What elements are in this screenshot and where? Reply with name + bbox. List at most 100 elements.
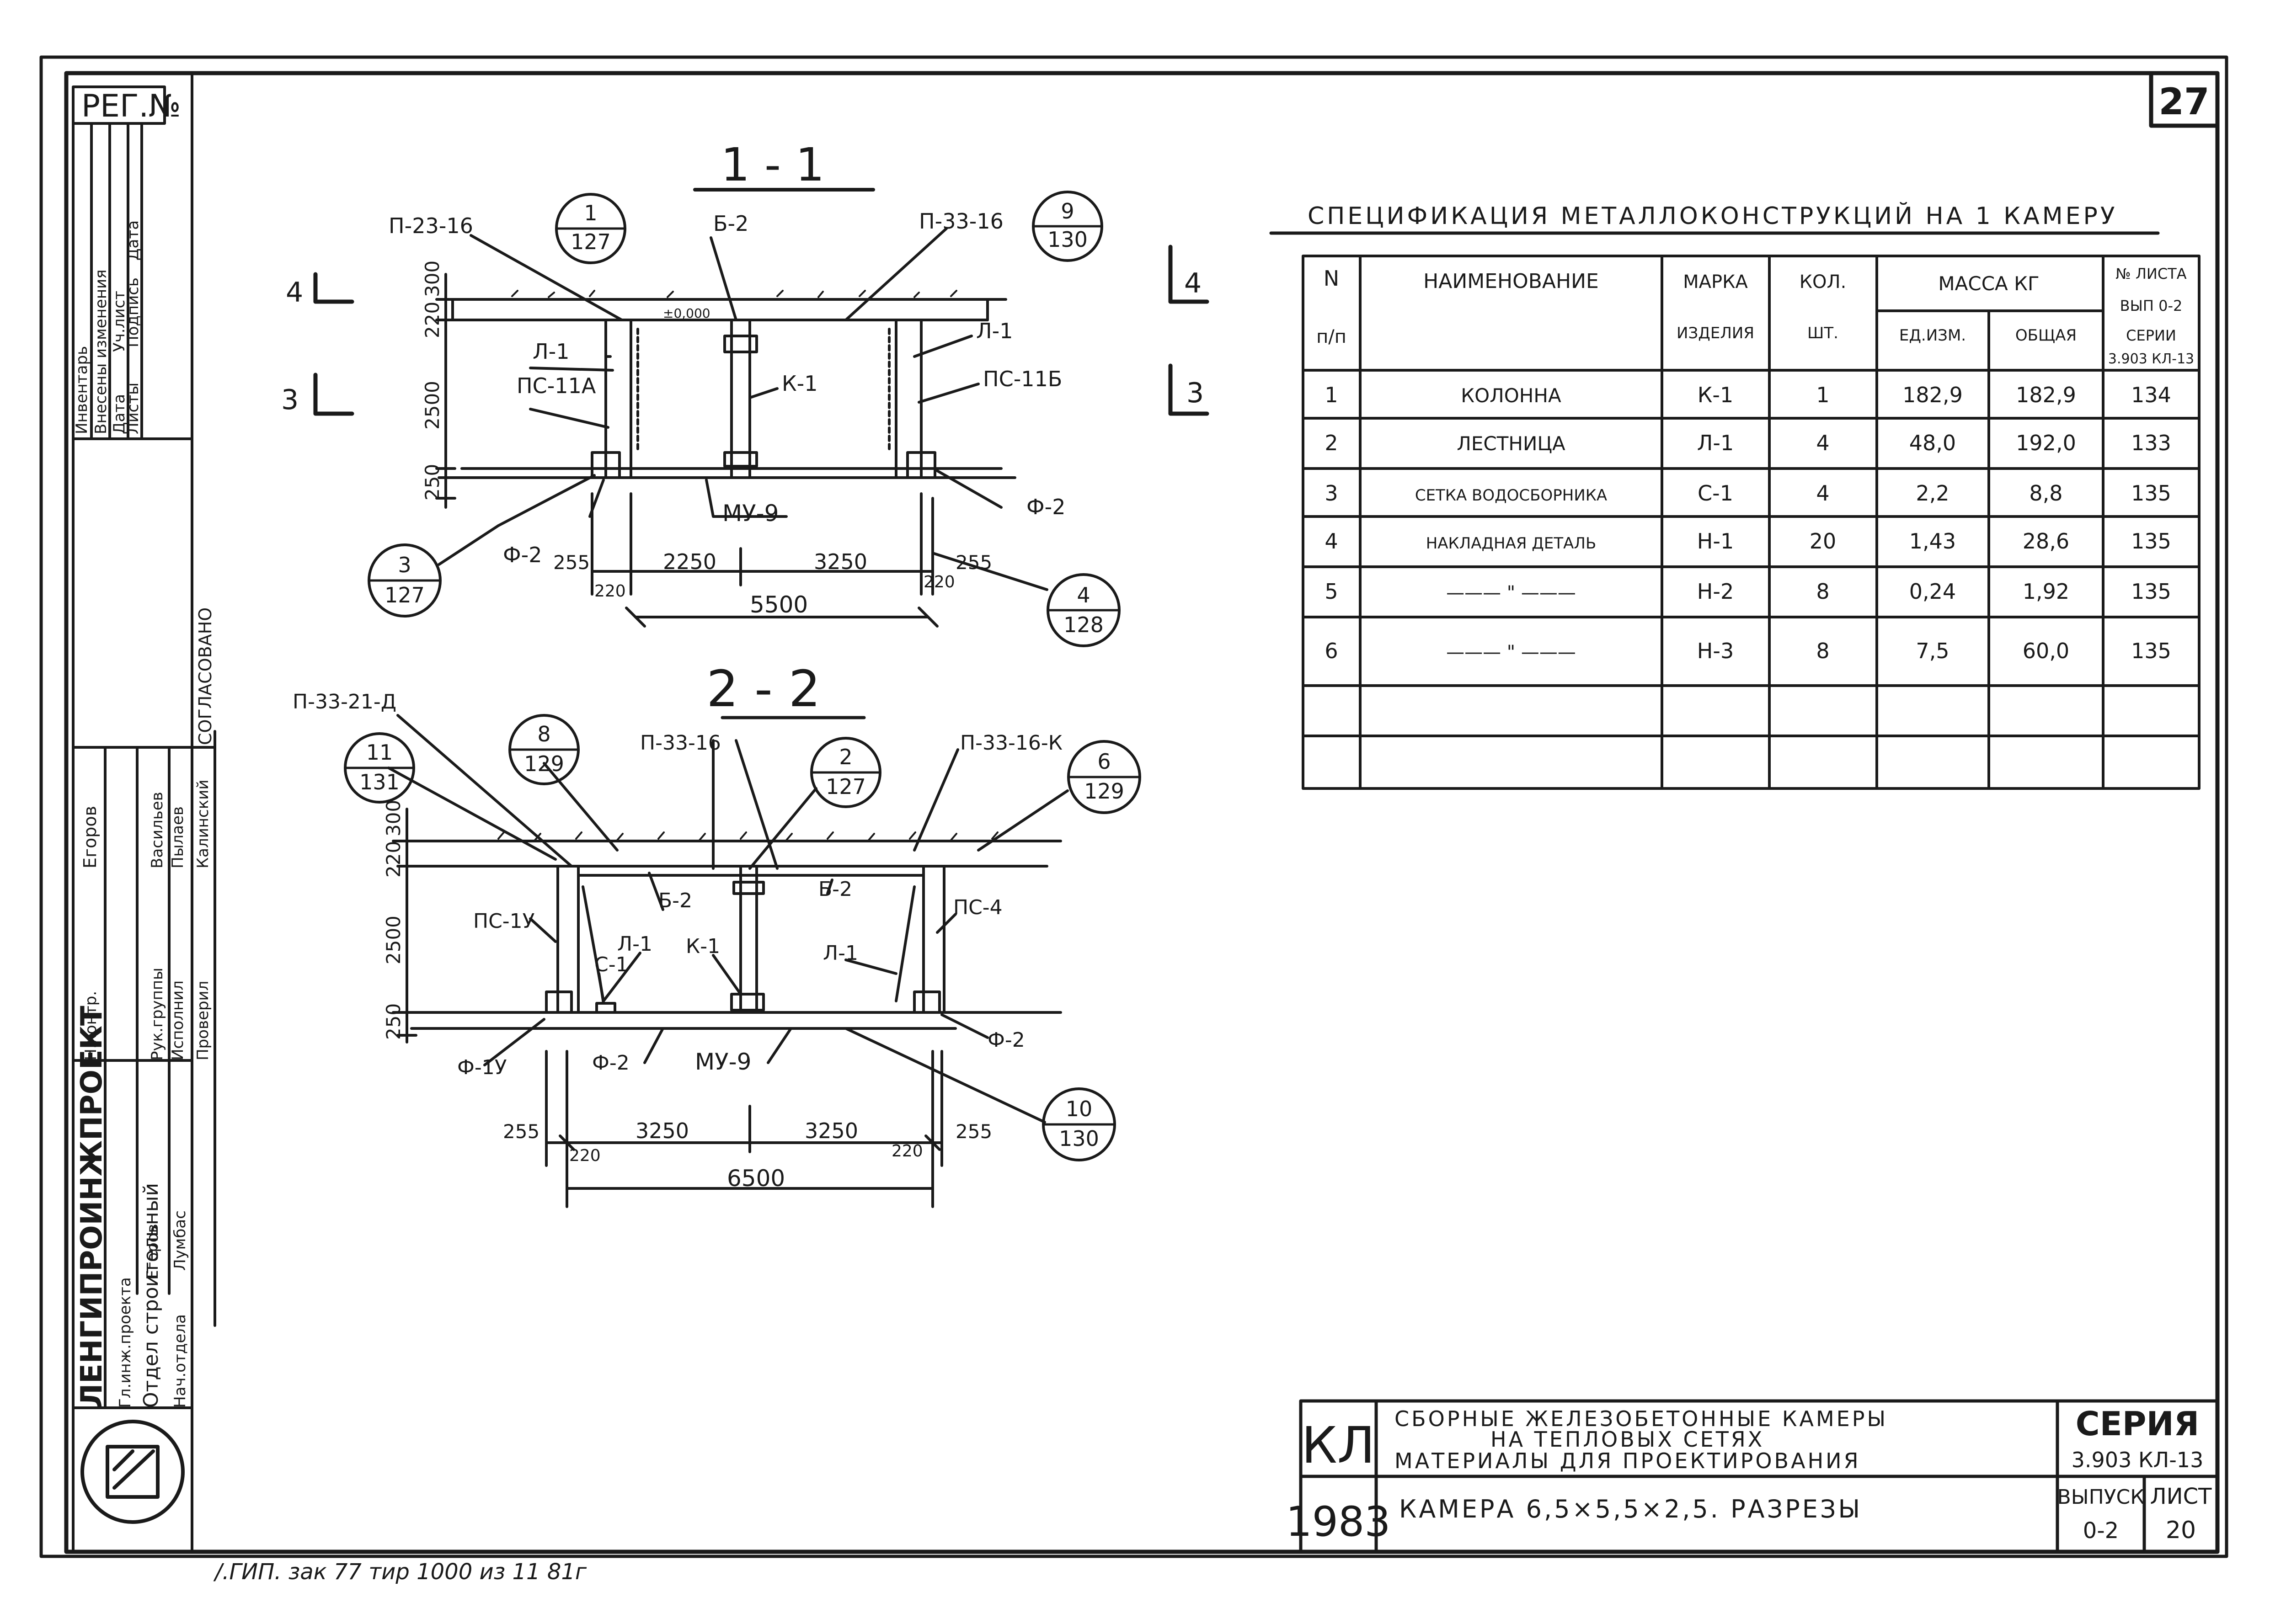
cell-mark: Н-1: [1697, 529, 1734, 554]
callout-bottom: 129: [524, 751, 564, 776]
cell-total: 28,6: [2023, 529, 2069, 554]
reg-label: РЕГ.№: [81, 88, 181, 124]
strip-name-3: Калинский: [194, 780, 212, 868]
dim-total: 5500: [750, 591, 808, 618]
cell-n: 4: [1325, 529, 1338, 554]
label-p33-21d: П-33-21-Д: [293, 690, 396, 713]
cell-qty: 8: [1816, 639, 1829, 663]
strip-role-1: Н.контр.: [82, 991, 100, 1060]
dim-small-220b: 220: [924, 573, 955, 591]
cell-name: СЕТКА ВОДОСБОРНИКА: [1415, 486, 1607, 505]
callout-2-127: 2 127: [810, 737, 881, 808]
callout-4-128: 4 128: [1047, 573, 1121, 647]
callout-9-130: 9 130: [1032, 191, 1103, 262]
hdr-sheet: № ЛИСТА: [2115, 265, 2186, 282]
title-block: КЛ 1983 СБОРНЫЕ ЖЕЛЕЗОБЕТОННЫЕ КАМЕРЫ НА…: [1286, 1399, 2219, 1554]
dim-h-2250: 2250: [663, 549, 716, 574]
callout-top: 8: [537, 722, 550, 746]
cell-n: 3: [1325, 481, 1338, 506]
dim-v-220: 220: [382, 841, 405, 878]
dim-h-255b: 255: [956, 1120, 992, 1143]
tb-code: КЛ: [1302, 1416, 1375, 1475]
callout-11-131: 11 131: [344, 732, 415, 804]
label-mu9: МУ-9: [722, 500, 779, 527]
left-strip: [72, 72, 216, 1553]
cell-unit: 182,9: [1902, 383, 1963, 407]
strip-rev-4: Уч.лист: [110, 291, 128, 352]
cell-qty: 20: [1810, 529, 1837, 554]
cell-sheet: 135: [2131, 579, 2171, 604]
label-elev: ±0,000: [663, 306, 710, 321]
callout-bottom: 128: [1063, 612, 1104, 637]
strip-rev-1: Инвентарь: [73, 346, 91, 434]
dim-v-220: 220: [421, 302, 443, 338]
strip-name2-1: Егоров: [144, 1224, 162, 1280]
bottom-note: /.ГИП. зак 77 тир 1000 из 11 81г: [213, 1559, 587, 1585]
spec-row: 3 СЕТКА ВОДОСБОРНИКА С-1 4 2,2 8,8 135: [1325, 481, 2171, 506]
hdr-total: ОБЩАЯ: [2015, 326, 2077, 345]
cell-unit: 2,2: [1916, 481, 1949, 506]
callout-1-127: 1 127: [555, 193, 626, 264]
strip-name-2: Пылаев: [169, 806, 187, 868]
callout-top: 1: [584, 201, 597, 225]
cell-qty: 4: [1816, 431, 1829, 455]
label-f2b: Ф-2: [1026, 495, 1065, 519]
hdr-mark2: ИЗДЕЛИЯ: [1677, 324, 1754, 342]
cell-name: КОЛОННА: [1461, 384, 1561, 407]
hdr-unit: ЕД.ИЗМ.: [1899, 326, 1966, 345]
tb-line2: НА ТЕПЛОВЫХ СЕТЯХ: [1490, 1427, 1764, 1452]
cell-qty: 8: [1816, 579, 1829, 604]
tb-line1: СБОРНЫЕ ЖЕЛЕЗОБЕТОННЫЕ КАМЕРЫ: [1394, 1406, 1888, 1431]
label-ps1u: ПС-1У: [473, 910, 535, 933]
dim-h-255a: 255: [553, 551, 590, 574]
cell-sheet: 135: [2131, 639, 2171, 663]
section-mark-3-right: 3: [1186, 377, 1204, 409]
callout-top: 6: [1097, 749, 1111, 774]
callout-top: 9: [1061, 199, 1074, 224]
label-p33-16: П-33-16: [640, 731, 721, 755]
dim-small-220a: 220: [594, 582, 626, 601]
label-p33-16k: П-33-16-К: [960, 731, 1063, 755]
strip-rev-5: Листы: [124, 383, 142, 434]
label-f2a: Ф-2: [503, 543, 542, 567]
strip-role-2: Рук.группы: [148, 968, 166, 1060]
dim-v-300: 300: [382, 800, 405, 836]
label-f1u: Ф-1У: [457, 1056, 507, 1079]
callout-8-129: 8 129: [508, 714, 580, 785]
callout-bottom: 130: [1059, 1126, 1099, 1151]
label-c1: С-1: [594, 953, 629, 976]
cell-total: 1,92: [2023, 579, 2069, 604]
cell-unit: 0,24: [1909, 579, 1956, 604]
strip-rev-7: Дата: [124, 220, 142, 261]
soil-hatch-2: [497, 831, 999, 841]
soil-hatch-1: [511, 290, 957, 298]
hdr-n2: п/п: [1316, 326, 1346, 347]
tb-series-value: 3.903 КЛ-13: [2072, 1448, 2204, 1472]
section-mark-4-left: 4: [286, 277, 303, 309]
callout-top: 3: [398, 553, 411, 577]
hdr-qty2: ШТ.: [1807, 324, 1838, 342]
strip-rev-2: Внесены изменения: [92, 269, 110, 434]
strip-role-3: Исполнил: [169, 980, 187, 1060]
cell-total: 60,0: [2023, 639, 2069, 663]
hdr-mark: МАРКА: [1683, 272, 1748, 293]
dim-h-255a: 255: [503, 1120, 539, 1143]
label-l1a: Л-1: [617, 932, 652, 956]
cell-sheet: 133: [2131, 431, 2171, 455]
cell-unit: 7,5: [1916, 639, 1949, 663]
cell-mark: С-1: [1698, 481, 1733, 506]
section-mark-3-left: 3: [281, 384, 299, 416]
hdr-sheet2: ВЫП 0-2: [2120, 297, 2183, 314]
cell-mark: Н-2: [1697, 579, 1734, 604]
label-k1: К-1: [782, 371, 818, 396]
callout-bottom: 129: [1084, 779, 1124, 804]
label-p33: П-33-16: [919, 209, 1004, 234]
spec-row: 2 ЛЕСТНИЦА Л-1 4 48,0 192,0 133: [1325, 431, 2171, 455]
label-l1b: Л-1: [823, 942, 858, 965]
label-ps11a: ПС-11А: [517, 373, 596, 398]
label-l1b: Л-1: [976, 319, 1013, 343]
strip-role2-3: Нач.отдела: [171, 1314, 189, 1408]
strip-rev-6: Подпись: [124, 277, 142, 347]
cell-sheet: 135: [2131, 481, 2171, 506]
dim-h-3250a: 3250: [636, 1118, 689, 1143]
